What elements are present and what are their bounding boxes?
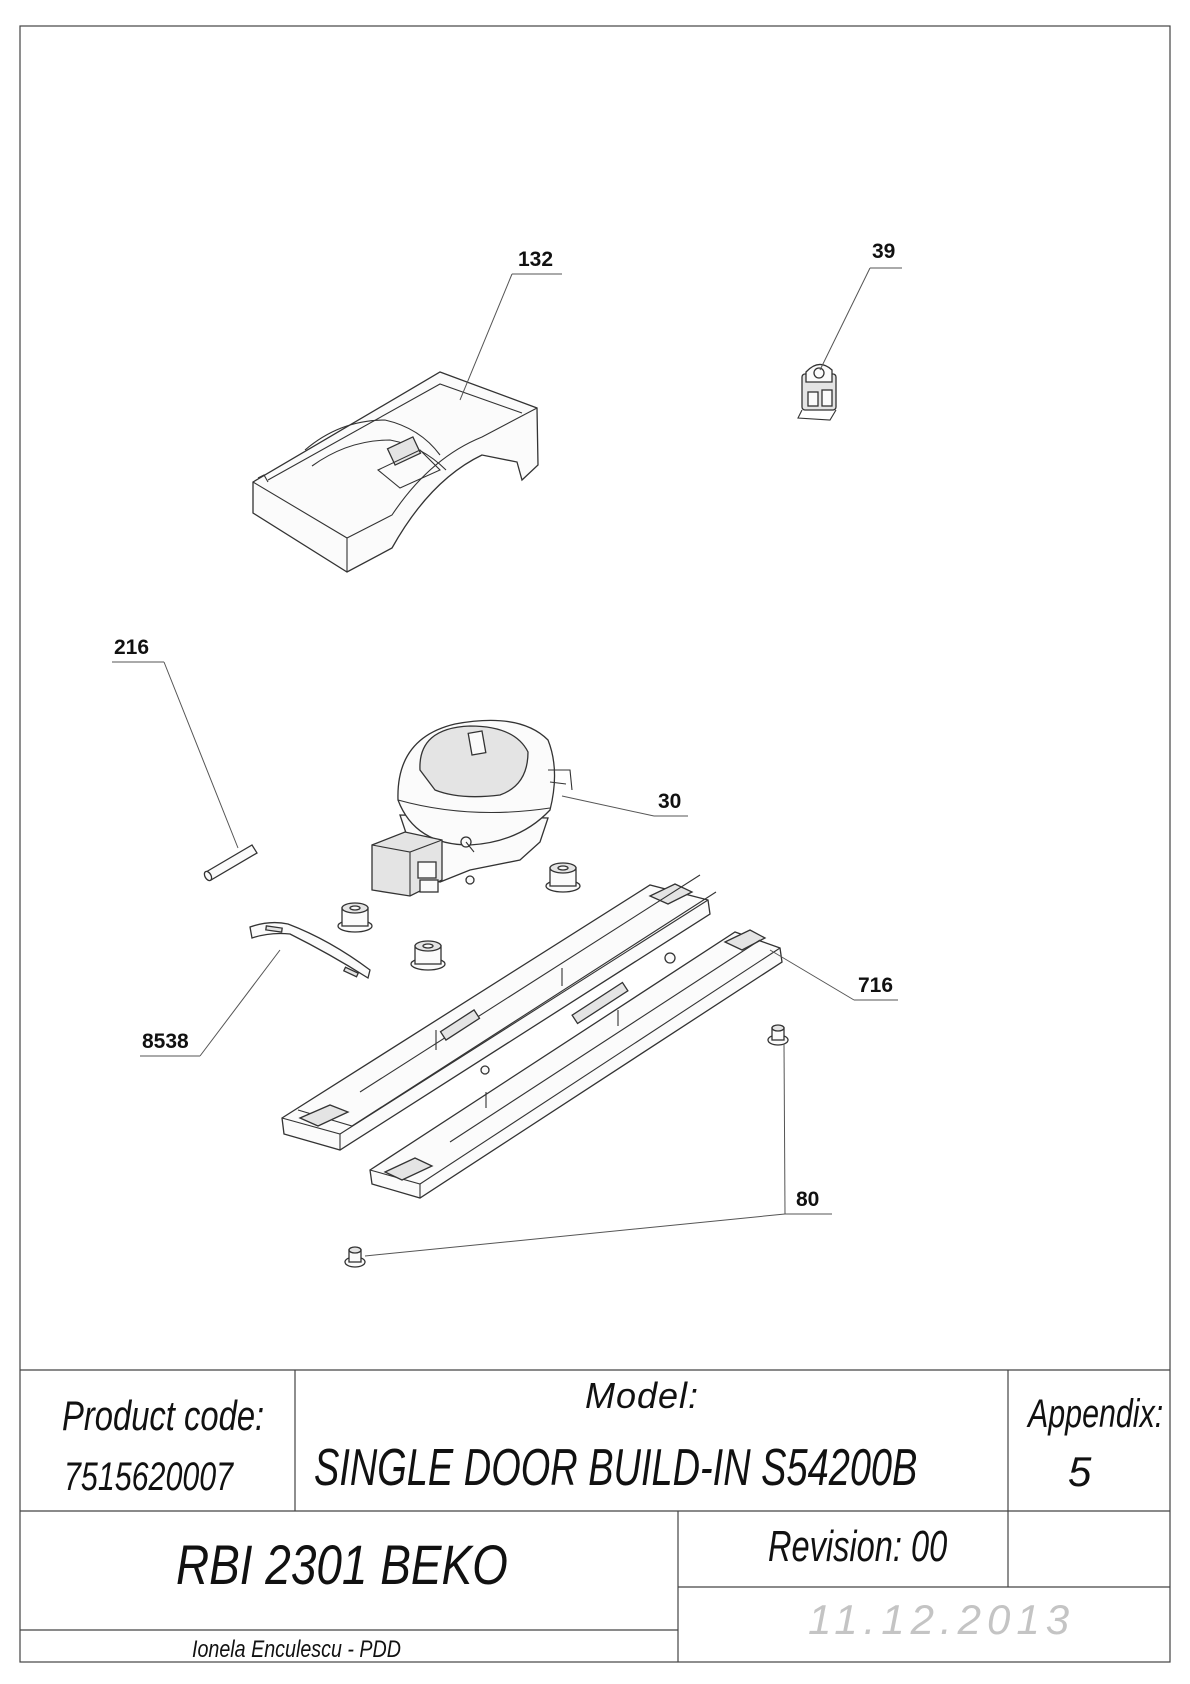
callout-716: 716	[858, 974, 893, 997]
drawing-date: 11.12.2013	[808, 1596, 1076, 1643]
callout-216: 216	[114, 636, 149, 659]
callout-8538: 8538	[142, 1030, 189, 1053]
callout-30: 30	[658, 790, 681, 813]
part-132-compressor-cover	[252, 371, 539, 573]
part-80-washers	[344, 1024, 789, 1268]
product-code-label: Product code:	[62, 1392, 265, 1439]
part-30-compressor	[371, 719, 573, 897]
sheet-border	[19, 25, 1171, 1663]
part-8538-plate	[249, 921, 371, 980]
callout-132: 132	[518, 248, 553, 271]
appendix-value: 5	[1068, 1448, 1092, 1495]
part-39-relay	[797, 363, 837, 421]
part-216-pin	[203, 844, 258, 882]
callout-39: 39	[872, 240, 895, 263]
product-name: RBI 2301 BEKO	[176, 1533, 508, 1596]
model-value: SINGLE DOOR BUILD-IN S54200B	[314, 1439, 918, 1497]
product-code-value: 7515620007	[64, 1455, 234, 1499]
revision-label: Revision: 00	[768, 1522, 948, 1571]
author-name: Ionela Enculescu - PDD	[192, 1636, 401, 1663]
appendix-label: Appendix:	[1028, 1392, 1164, 1436]
title-block-grid	[20, 1369, 1170, 1662]
callout-80: 80	[796, 1188, 819, 1211]
leader-lines	[112, 267, 902, 1257]
model-label: Model:	[585, 1375, 700, 1416]
part-716-base-rails	[281, 874, 783, 1199]
rubber-grommets	[337, 862, 581, 971]
